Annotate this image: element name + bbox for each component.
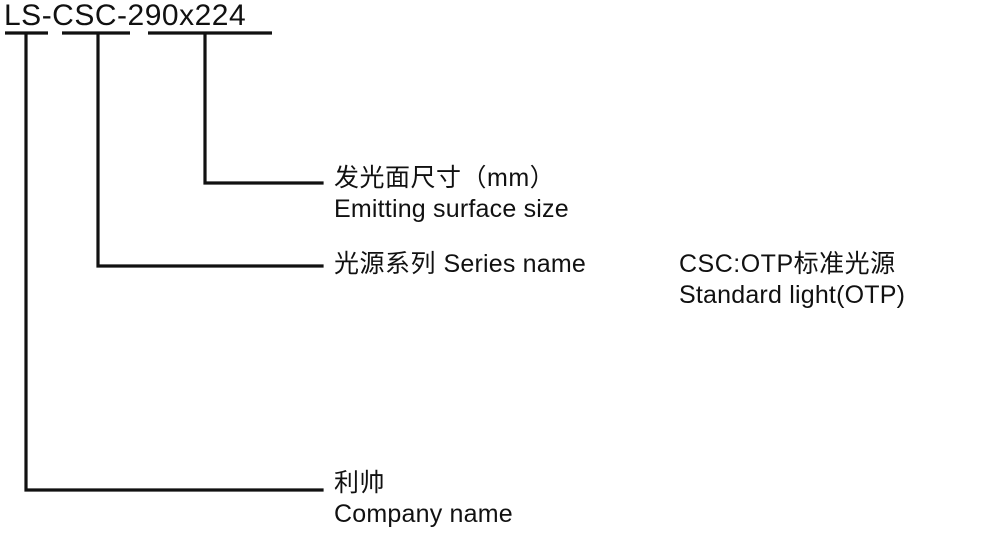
leader-line-emitting-surface xyxy=(203,32,324,185)
callout-series-name-row: 光源系列 Series name xyxy=(334,249,586,280)
callout-csc-note-cn: CSC:OTP标准光源 xyxy=(679,250,896,278)
callout-series-name: 光源系列 Series name xyxy=(334,249,586,280)
leader-line-series-name xyxy=(96,32,324,268)
callout-series-name-en: Series name xyxy=(443,250,587,278)
callout-company-name-en: Company name xyxy=(334,500,513,528)
callout-csc-note: CSC:OTP标准光源 Standard light(OTP) xyxy=(679,249,907,311)
callout-company-name-cn: 利帅 xyxy=(334,469,386,497)
leader-line-company-name xyxy=(24,32,324,492)
callout-csc-note-en: Standard light(OTP) xyxy=(679,281,906,309)
callout-series-name-cn: 光源系列 xyxy=(334,250,437,278)
callout-emitting-surface-cn: 发光面尺寸（mm） xyxy=(334,164,556,192)
part-number-title: LS-CSC-290x224 xyxy=(4,0,247,32)
callout-company-name: 利帅 Company name xyxy=(334,468,513,530)
callout-emitting-surface-en: Emitting surface size xyxy=(334,195,569,223)
callout-emitting-surface: 发光面尺寸（mm） Emitting surface size xyxy=(334,163,569,225)
